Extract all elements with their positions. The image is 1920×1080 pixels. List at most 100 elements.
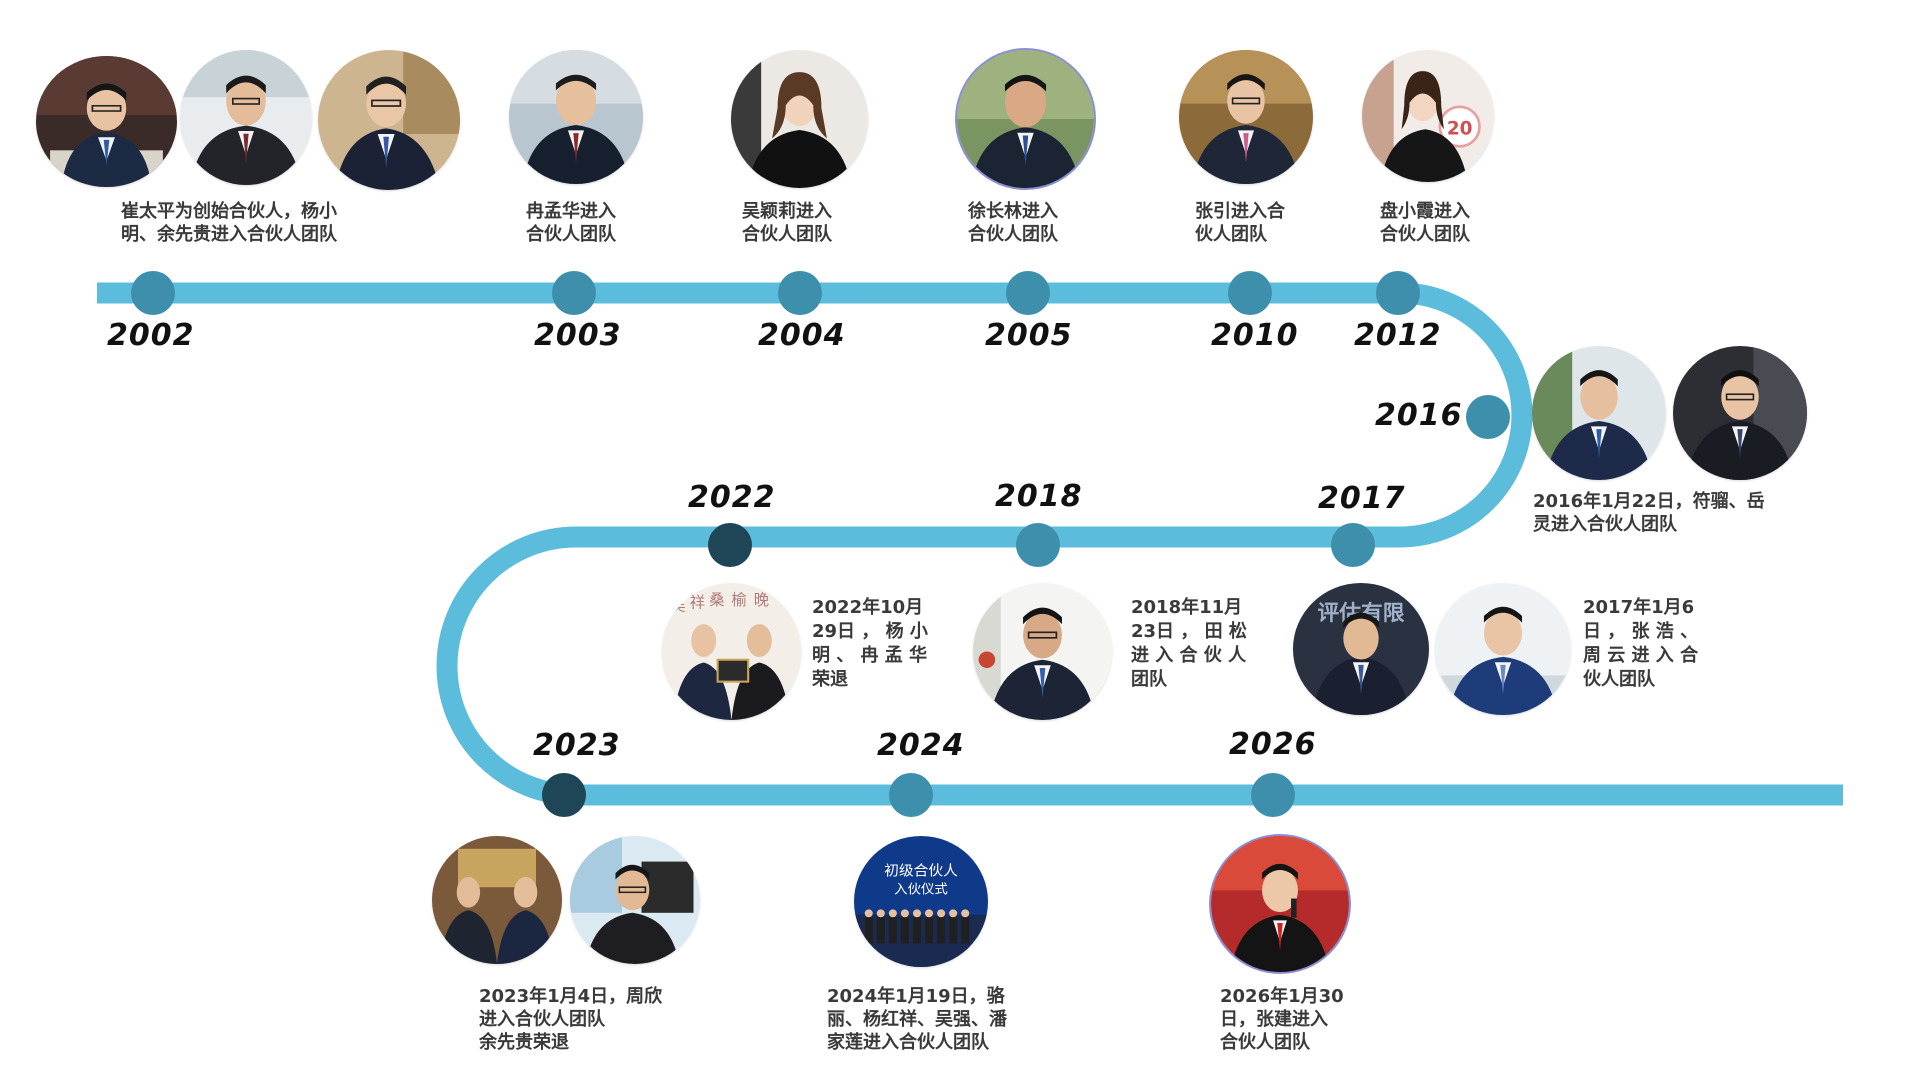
- caption-2004: 吴颖莉进入 合伙人团队: [742, 200, 832, 246]
- node-2016: [1466, 395, 1510, 439]
- caption-2026: 2026年1月30 日，张建进入 合伙人团队: [1220, 985, 1344, 1054]
- portrait-photo-2010: [1179, 50, 1313, 184]
- portrait-photo-2002-2: [180, 50, 312, 185]
- year-2026: 2026: [1229, 727, 1317, 762]
- plaque-char: 桑: [709, 591, 724, 609]
- year-2004: 2004: [758, 318, 846, 353]
- caption-line: 盘小霞进入: [1380, 201, 1470, 222]
- portrait-photo-2002-1: [36, 56, 177, 187]
- caption-line: 日 ， 张 浩 、: [1583, 621, 1699, 642]
- node-2024: [889, 773, 933, 817]
- caption-line: 徐长林进入: [968, 201, 1058, 222]
- caption-line: 进入合伙人团队: [479, 1009, 605, 1030]
- caption-2024: 2024年1月19日，骆 丽、杨红祥、吴强、潘 家莲进入合伙人团队: [827, 985, 1007, 1054]
- timeline-line: [97, 282, 1843, 806]
- caption-line: 2024年1月19日，骆: [827, 986, 1005, 1007]
- year-2012: 2012: [1354, 318, 1442, 353]
- caption-line: 吴颖莉进入: [742, 201, 832, 222]
- node-2003: [552, 271, 596, 315]
- caption-2016: 2016年1月22日，符骝、岳 灵进入合伙人团队: [1533, 490, 1765, 536]
- year-2017: 2017: [1318, 481, 1406, 516]
- badge-number-text: 20: [1447, 118, 1473, 139]
- caption-line: 合伙人团队: [742, 224, 832, 245]
- node-2004: [778, 271, 822, 315]
- caption-line: 2018年11月: [1131, 597, 1243, 618]
- banner-text-line2: 入伙仪式: [894, 882, 948, 898]
- caption-line: 进 入 合 伙 人: [1131, 645, 1247, 666]
- year-2003: 2003: [534, 318, 622, 353]
- caption-2018: 2018年11月 23日 ， 田 松 进 入 合 伙 人 团队: [1131, 596, 1247, 692]
- caption-line: 合伙人团队: [1220, 1032, 1310, 1053]
- portrait-photo-2023-2: [570, 836, 700, 964]
- caption-line: 日，张建进入: [1220, 1009, 1328, 1030]
- caption-line: 伙人团队: [1195, 224, 1267, 245]
- caption-2002: 崔太平为创始合伙人，杨小 明、余先贵进入合伙人团队: [121, 200, 337, 246]
- caption-line: 余先贵荣退: [479, 1032, 569, 1053]
- portrait-photo-2002-3: [318, 50, 460, 190]
- year-2016: 2016: [1375, 398, 1463, 433]
- caption-line: 家莲进入合伙人团队: [827, 1032, 989, 1053]
- plaque-char: 祥: [690, 594, 705, 612]
- caption-line: 2017年1月6: [1583, 597, 1695, 618]
- portrait-photo-2017-2: [1435, 583, 1571, 715]
- caption-line: 伙人团队: [1583, 669, 1655, 690]
- caption-line: 合伙人团队: [526, 224, 616, 245]
- banner-text-line1: 初级合伙人: [884, 862, 958, 879]
- plaque-char: 榆: [732, 591, 747, 609]
- portrait-photo-2022: 吴 祥 桑 榆 晚: [662, 583, 801, 720]
- year-2024: 2024: [877, 728, 965, 763]
- caption-line: 团队: [1131, 669, 1167, 690]
- node-2026: [1251, 773, 1295, 817]
- caption-line: 23日 ， 田 松: [1131, 621, 1247, 642]
- year-2023: 2023: [533, 728, 621, 763]
- number-badge-decoration: [1438, 105, 1481, 148]
- portrait-photo-2004: [731, 50, 868, 188]
- caption-2017: 2017年1月6 日 ， 张 浩 、 周 云 进 入 合 伙人团队: [1583, 596, 1698, 692]
- caption-line: 2022年10月: [812, 597, 924, 618]
- caption-line: 周 云 进 入 合: [1583, 645, 1699, 666]
- node-2012: [1376, 271, 1420, 315]
- portrait-photo-2016-2: [1673, 346, 1807, 480]
- portrait-photo-2018: [973, 583, 1112, 720]
- year-2002: 2002: [107, 318, 195, 353]
- caption-line: 明、余先贵进入合伙人团队: [121, 224, 337, 245]
- caption-2003: 冉孟华进入 合伙人团队: [526, 200, 616, 246]
- portrait-photo-2003: [509, 50, 643, 184]
- node-2005: [1006, 271, 1050, 315]
- event-photo-2024: 初级合伙人 入伙仪式: [854, 836, 988, 967]
- caption-line: 29日 ， 杨 小: [812, 621, 928, 642]
- portrait-photo-2026: [1211, 836, 1349, 972]
- node-2010: [1228, 271, 1272, 315]
- portrait-photo-2012: 20: [1362, 50, 1494, 182]
- caption-line: 冉孟华进入: [526, 201, 616, 222]
- node-2017: [1331, 523, 1375, 567]
- caption-line: 2026年1月30: [1220, 986, 1344, 1007]
- plaque-char: 晚: [754, 591, 769, 609]
- caption-line: 崔太平为创始合伙人，杨小: [121, 201, 337, 222]
- caption-2022: 2022年10月 29日 ， 杨 小 明 、 冉 孟 华 荣退: [812, 596, 928, 692]
- caption-line: 合伙人团队: [968, 224, 1058, 245]
- portrait-photo-2023-1: [432, 836, 562, 964]
- caption-line: 丽、杨红祥、吴强、潘: [827, 1009, 1007, 1030]
- year-2018: 2018: [995, 479, 1083, 514]
- portrait-photo-2017-1: 评估有限: [1293, 583, 1429, 715]
- node-2002: [131, 271, 175, 315]
- node-2022: [708, 523, 752, 567]
- caption-line: 明 、 冉 孟 华: [812, 645, 928, 666]
- caption-line: 灵进入合伙人团队: [1533, 514, 1677, 535]
- node-2023: [542, 773, 586, 817]
- caption-2012: 盘小霞进入 合伙人团队: [1380, 200, 1470, 246]
- caption-2005: 徐长林进入 合伙人团队: [968, 200, 1058, 246]
- year-2005: 2005: [985, 318, 1073, 353]
- caption-line: 荣退: [812, 669, 848, 690]
- caption-line: 2023年1月4日，周欣: [479, 986, 663, 1007]
- caption-2010: 张引进入合 伙人团队: [1195, 200, 1285, 246]
- node-2018: [1016, 523, 1060, 567]
- caption-2023: 2023年1月4日，周欣 进入合伙人团队 余先贵荣退: [479, 985, 662, 1054]
- year-2010: 2010: [1211, 318, 1299, 353]
- caption-line: 合伙人团队: [1380, 224, 1470, 245]
- portrait-photo-2005: [957, 50, 1094, 188]
- portrait-photo-2016-1: [1532, 346, 1666, 480]
- year-2022: 2022: [688, 480, 776, 515]
